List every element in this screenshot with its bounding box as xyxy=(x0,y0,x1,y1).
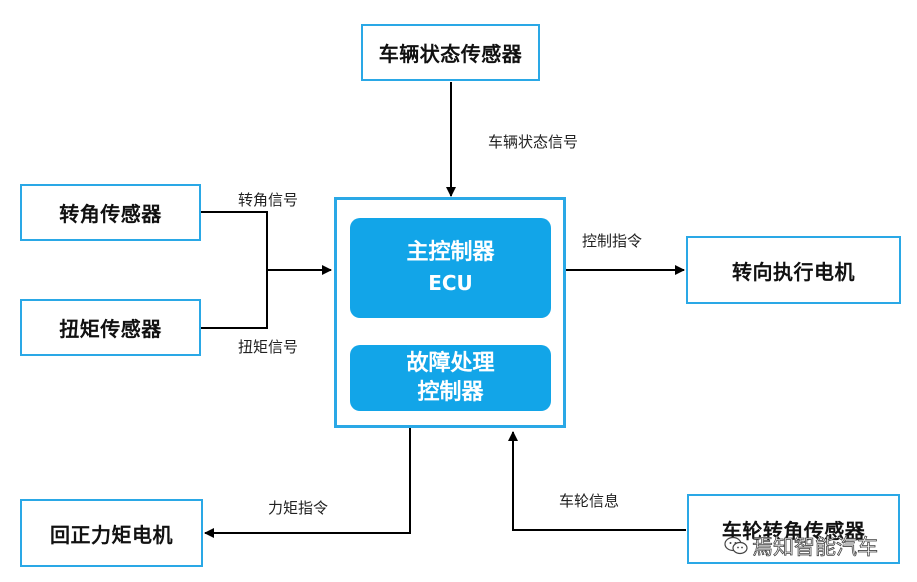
torque-command-label: 力矩指令 xyxy=(268,499,329,517)
vehicle-state-sensor-label: 车辆状态传感器 xyxy=(378,42,523,66)
vehicle-state-signal-label: 车辆状态信号 xyxy=(488,133,579,151)
fault-controller-label: 故障处理 xyxy=(406,351,495,376)
wheel-angle-sensor-box: 车轮转角传感器 xyxy=(687,494,900,564)
arrow-wheel-info xyxy=(508,431,686,531)
main-controller-block: 主控制器 ECU xyxy=(350,218,551,318)
main-controller-sub-label: ECU xyxy=(428,271,473,295)
controller-frame: 主控制器 ECU 故障处理 控制器 xyxy=(334,197,566,428)
torque-signal-label: 扭矩信号 xyxy=(238,338,299,356)
control-command-label: 控制指令 xyxy=(582,232,643,250)
wheel-angle-sensor-label: 车轮转角传感器 xyxy=(721,518,866,543)
wechat-icon xyxy=(724,536,748,556)
aligning-motor-label: 回正力矩电机 xyxy=(50,522,173,547)
watermark-text: 焉知智能汽车 xyxy=(752,535,879,560)
main-controller-label: 主控制器 xyxy=(406,240,495,265)
angle-sensor-label: 转角传感器 xyxy=(59,202,162,226)
angle-sensor-box: 转角传感器 xyxy=(20,184,201,241)
vehicle-state-sensor-box: 车辆状态传感器 xyxy=(361,24,540,81)
fault-controller-block: 故障处理 控制器 xyxy=(350,345,551,411)
arrow-torque-command xyxy=(204,428,411,538)
aligning-motor-box: 回正力矩电机 xyxy=(20,499,203,567)
steering-motor-box: 转向执行电机 xyxy=(686,236,901,304)
watermark: 焉知智能汽车 xyxy=(724,531,878,561)
torque-sensor-box: 扭矩传感器 xyxy=(20,299,201,356)
fault-controller-sub-label: 控制器 xyxy=(417,380,484,405)
steering-motor-label: 转向执行电机 xyxy=(732,259,855,284)
wheel-info-label: 车轮信息 xyxy=(559,492,620,510)
torque-sensor-label: 扭矩传感器 xyxy=(59,317,162,341)
line-angle-sensor xyxy=(201,211,268,329)
angle-signal-label: 转角信号 xyxy=(238,191,299,209)
